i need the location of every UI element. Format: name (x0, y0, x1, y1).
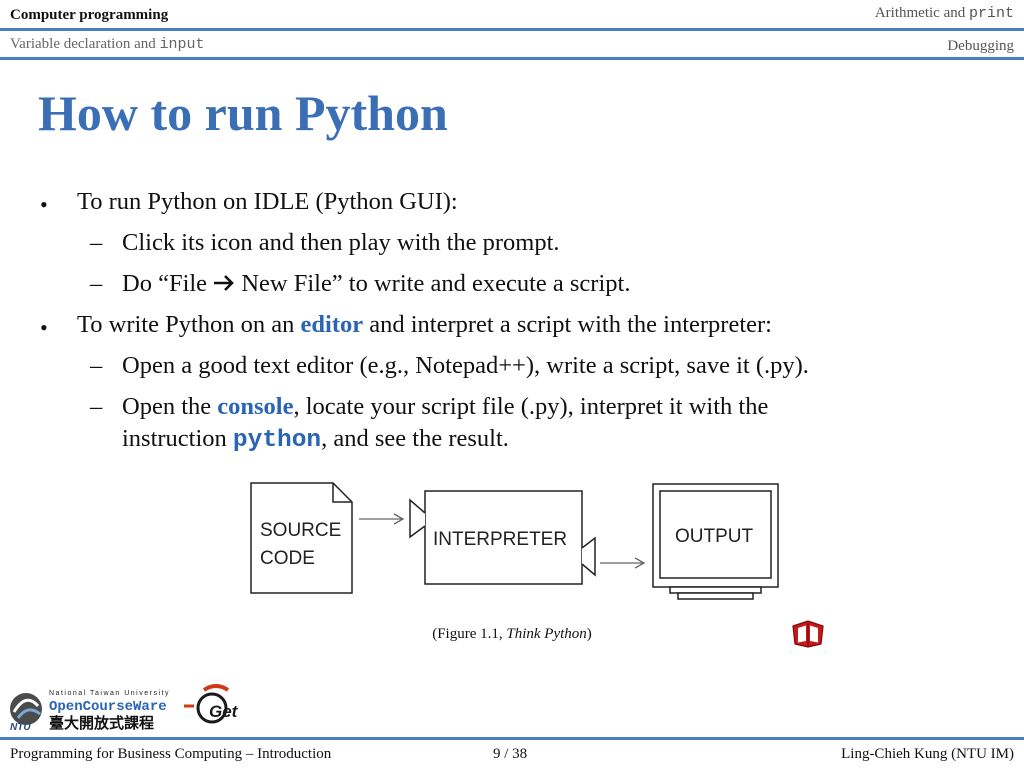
ocw-chinese-name: 臺大開放式課程 (49, 714, 154, 732)
get-logo: Get (184, 684, 239, 724)
caption-book-title: Think Python (506, 626, 587, 642)
sub-bullet-2-2-pre: Open the (122, 393, 218, 420)
sub-bullet-2-2-line2: instruction python, and see the result. (122, 425, 509, 454)
bullet-marker-1: • (40, 192, 48, 217)
keyword-console: console (217, 393, 294, 420)
sub-bullet-1-1: Click its icon and then play with the pr… (122, 229, 560, 256)
get-logo-text: Get (209, 702, 239, 721)
caption-post: ) (586, 626, 592, 642)
ntu-university-name: National Taiwan University (49, 690, 170, 697)
sub-bullet-1-2-post: New File” to write and execute a script. (235, 270, 631, 297)
header-divider-2 (0, 57, 1024, 60)
ocw-logo-text: OpenCourseWare (49, 699, 167, 715)
dash-marker-1: – (90, 229, 103, 256)
sub-bullet-2-2-l2-pre: instruction (122, 425, 233, 452)
header-section-title[interactable]: Computer programming (10, 7, 169, 23)
footer-divider (0, 737, 1024, 740)
output-monitor-stand (677, 592, 754, 600)
figure-caption: (Figure 1.1, Think Python) (0, 626, 1024, 643)
output-screen (659, 490, 772, 579)
bullet-marker-2: • (40, 315, 48, 340)
bullet-2-pre: To write Python on an (77, 311, 301, 338)
header-next-section-code: print (968, 5, 1014, 22)
header-next-section-text: Arithmetic and (874, 5, 969, 21)
dash-marker-2: – (90, 270, 103, 297)
footer-page-number: 9 / 38 (493, 746, 528, 762)
output-label: OUTPUT (675, 526, 754, 547)
source-code-fold (332, 483, 352, 503)
header-bottom-row: Variable declaration and input Debugging (0, 30, 1024, 60)
python-flow-diagram: SOURCE CODE INTERPRETER OUTPUT (250, 482, 779, 600)
caption-pre: (Figure 1.1, (432, 626, 507, 642)
output-monitor-base (669, 586, 762, 594)
interpreter-label: INTERPRETER (433, 529, 567, 550)
header-prev-section-text: Variable declaration and (10, 36, 160, 52)
footer-course-title: Programming for Business Computing – Int… (10, 746, 332, 762)
sub-bullet-2-2: Open the console, locate your script fil… (122, 393, 768, 421)
source-code-document (250, 482, 353, 594)
sub-bullet-1-2-pre: Do “File (122, 270, 214, 297)
interpreter-output-port (581, 536, 596, 577)
header-divider-1 (0, 28, 1024, 31)
sub-bullet-2-2-post: , locate your script file (.py), interpr… (293, 393, 769, 420)
sub-bullet-2-2-l2-post: , and see the result. (321, 425, 509, 452)
header-top-row: Computer programming Arithmetic and prin… (0, 0, 1024, 30)
header-prev-section-code: input (159, 36, 205, 53)
interpreter-input-port (409, 498, 426, 539)
keyword-editor: editor (300, 311, 364, 338)
arrow-right-icon (214, 275, 235, 291)
source-code-label-1: SOURCE (260, 520, 341, 541)
bullet-2: To write Python on an editor and interpr… (77, 311, 772, 339)
header-prev-section[interactable]: Variable declaration and input (10, 36, 205, 53)
dash-marker-3: – (90, 352, 103, 379)
arrow-interpreter-to-output (600, 557, 646, 569)
ntu-emblem-icon (10, 693, 42, 725)
dash-marker-4: – (90, 393, 103, 420)
sub-bullet-2-1: Open a good text editor (e.g., Notepad++… (122, 352, 809, 379)
arrow-source-to-interpreter (359, 513, 405, 525)
opencourseware-logo[interactable]: NTU National Taiwan University OpenCours… (4, 684, 264, 734)
bullet-2-post: and interpret a script with the interpre… (363, 311, 772, 338)
slide-title: How to run Python (38, 85, 448, 141)
ntu-logo-text: NTU (10, 722, 31, 733)
book-icon[interactable] (790, 617, 826, 649)
bullet-1: To run Python on IDLE (Python GUI): (77, 188, 458, 215)
interpreter-box (424, 490, 583, 585)
source-code-label-2: CODE (260, 548, 315, 569)
footer-author: Ling-Chieh Kung (NTU IM) (841, 746, 1014, 762)
header-debugging-section[interactable]: Debugging (947, 38, 1014, 54)
header-next-section[interactable]: Arithmetic and print (875, 5, 1014, 22)
keyword-python: python (232, 427, 322, 454)
sub-bullet-1-2: Do “File New File” to write and execute … (122, 270, 630, 298)
